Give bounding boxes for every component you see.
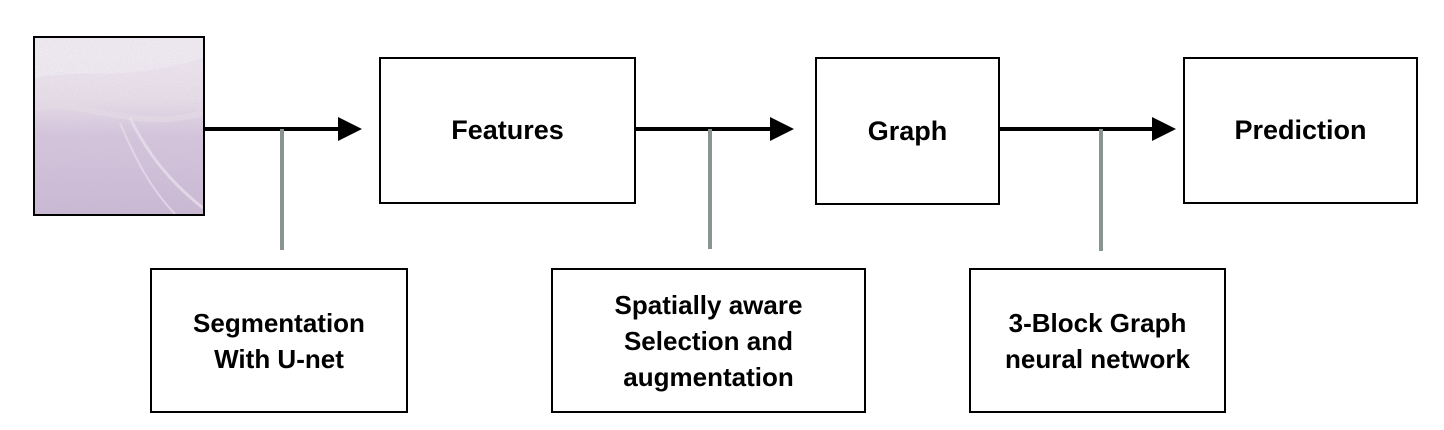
features-label: Features xyxy=(451,115,564,145)
gnn-step-box: 3-Block Graph neural network xyxy=(969,268,1226,413)
arrowhead-image-to-features xyxy=(338,117,362,141)
selection-step-box: Spatially aware Selection and augmentati… xyxy=(551,268,866,413)
histology-slide-image xyxy=(33,36,205,216)
tissue-texture xyxy=(35,38,203,214)
segmentation-step-box: Segmentation With U-net xyxy=(150,268,408,413)
graph-label: Graph xyxy=(867,115,948,146)
prediction-label: Prediction xyxy=(1234,115,1367,145)
arrowhead-graph-to-prediction xyxy=(1152,117,1176,141)
features-box: Features xyxy=(379,57,636,204)
prediction-box: Prediction xyxy=(1183,57,1418,204)
arrowhead-features-to-graph xyxy=(770,117,794,141)
segmentation-step-label: Segmentation With U-net xyxy=(193,307,365,374)
gnn-step-label: 3-Block Graph neural network xyxy=(1005,307,1190,374)
selection-step-label: Spatially aware Selection and augmentati… xyxy=(614,289,803,392)
graph-box: Graph xyxy=(815,57,1000,205)
